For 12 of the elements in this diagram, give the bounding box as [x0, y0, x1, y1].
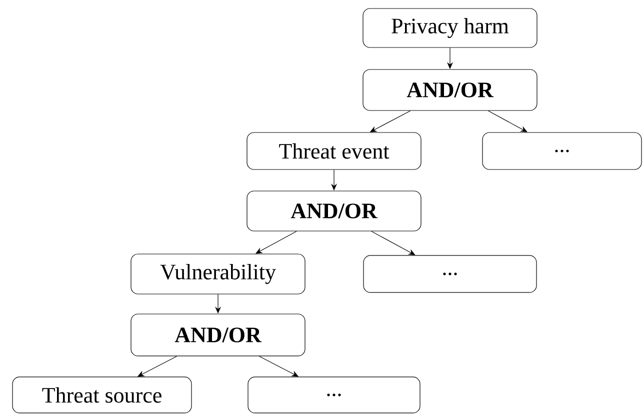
- gate-box: AND/OR: [130, 314, 306, 356]
- process-box: ...: [248, 376, 420, 414]
- process-box: Privacy harm: [362, 8, 538, 48]
- process-box: Threat source: [12, 376, 192, 414]
- process-box: ...: [482, 132, 642, 170]
- gate-box: AND/OR: [246, 190, 422, 232]
- process-box: ...: [363, 255, 537, 293]
- gate-box: AND/OR: [362, 69, 538, 111]
- arrow: [371, 230, 416, 256]
- process-box: Vulnerability: [130, 254, 306, 294]
- arrow: [488, 110, 528, 132]
- process-box: Threat event: [246, 132, 422, 170]
